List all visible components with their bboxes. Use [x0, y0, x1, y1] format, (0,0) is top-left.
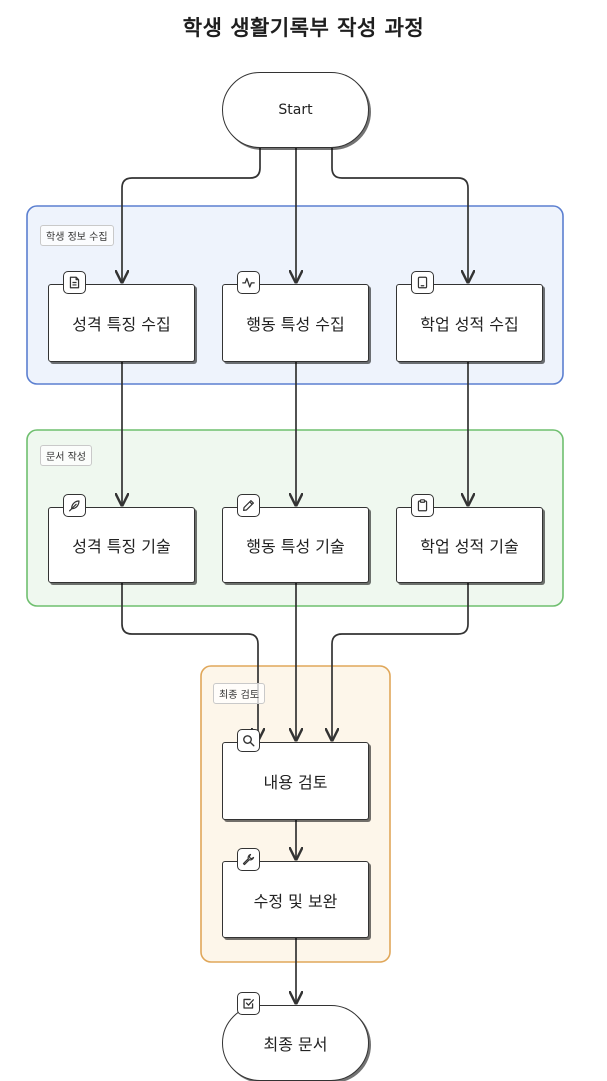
group-label-info: 학생 정보 수집: [40, 225, 114, 246]
edge-start-to-personality-collect: [122, 148, 261, 282]
academic-collect-label: 학업 성적 수집: [420, 315, 519, 334]
edge-personality-write-to-review: [121, 583, 258, 740]
personality-collect-label: 성격 특징 수집: [72, 315, 171, 334]
revise-node[interactable]: 수정 및 보완: [222, 848, 369, 938]
content-review-node[interactable]: 내용 검토: [222, 729, 369, 820]
final-doc-node[interactable]: 최종 문서: [222, 992, 369, 1081]
wrench-icon: [237, 848, 260, 871]
diagram-title: 학생 생활기록부 작성 과정: [182, 16, 425, 40]
personality-write-label: 성격 특징 기술: [72, 537, 171, 556]
behavior-collect-node[interactable]: 행동 특성 수집: [222, 271, 369, 362]
academic-collect-node[interactable]: 학업 성적 수집: [396, 271, 543, 362]
personality-collect-node[interactable]: 성격 특징 수집: [48, 271, 195, 362]
revise-label: 수정 및 보완: [253, 891, 338, 911]
group-label-doc: 문서 작성: [40, 445, 92, 466]
feather-icon: [63, 494, 86, 517]
behavior-write-label: 행동 특성 기술: [246, 537, 345, 556]
activity-icon: [237, 271, 260, 294]
tablet-icon: [411, 271, 434, 294]
behavior-collect-label: 행동 특성 수집: [246, 315, 345, 334]
pencil-icon: [237, 494, 260, 517]
document-icon: [63, 271, 86, 294]
check-square-icon: [237, 992, 260, 1015]
academic-write-label: 학업 성적 기술: [420, 537, 519, 556]
behavior-write-node[interactable]: 행동 특성 기술: [222, 494, 369, 583]
personality-write-node[interactable]: 성격 특징 기술: [48, 494, 195, 583]
edge-start-to-academic-collect: [331, 148, 468, 282]
start-node[interactable]: Start: [222, 72, 369, 148]
content-review-label: 내용 검토: [263, 773, 328, 792]
final-doc-label: 최종 문서: [263, 1035, 328, 1054]
start-node-label: Start: [278, 102, 313, 118]
edge-academic-write-to-review: [332, 583, 469, 740]
group-label-review: 최종 검토: [213, 683, 265, 704]
academic-write-node[interactable]: 학업 성적 기술: [396, 494, 543, 583]
clipboard-icon: [411, 494, 434, 517]
search-icon: [237, 729, 260, 752]
